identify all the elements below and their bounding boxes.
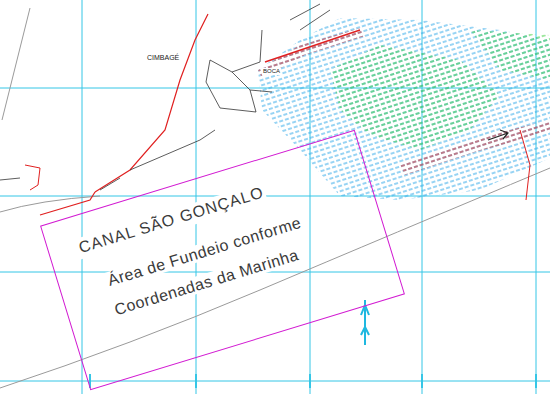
place-name: BOCA — [262, 68, 281, 75]
place-name: CIMBAGÉ — [146, 54, 180, 62]
anchorage-area: CANAL SÃO GONÇALOÁrea de Fundeio conform… — [40, 130, 405, 391]
